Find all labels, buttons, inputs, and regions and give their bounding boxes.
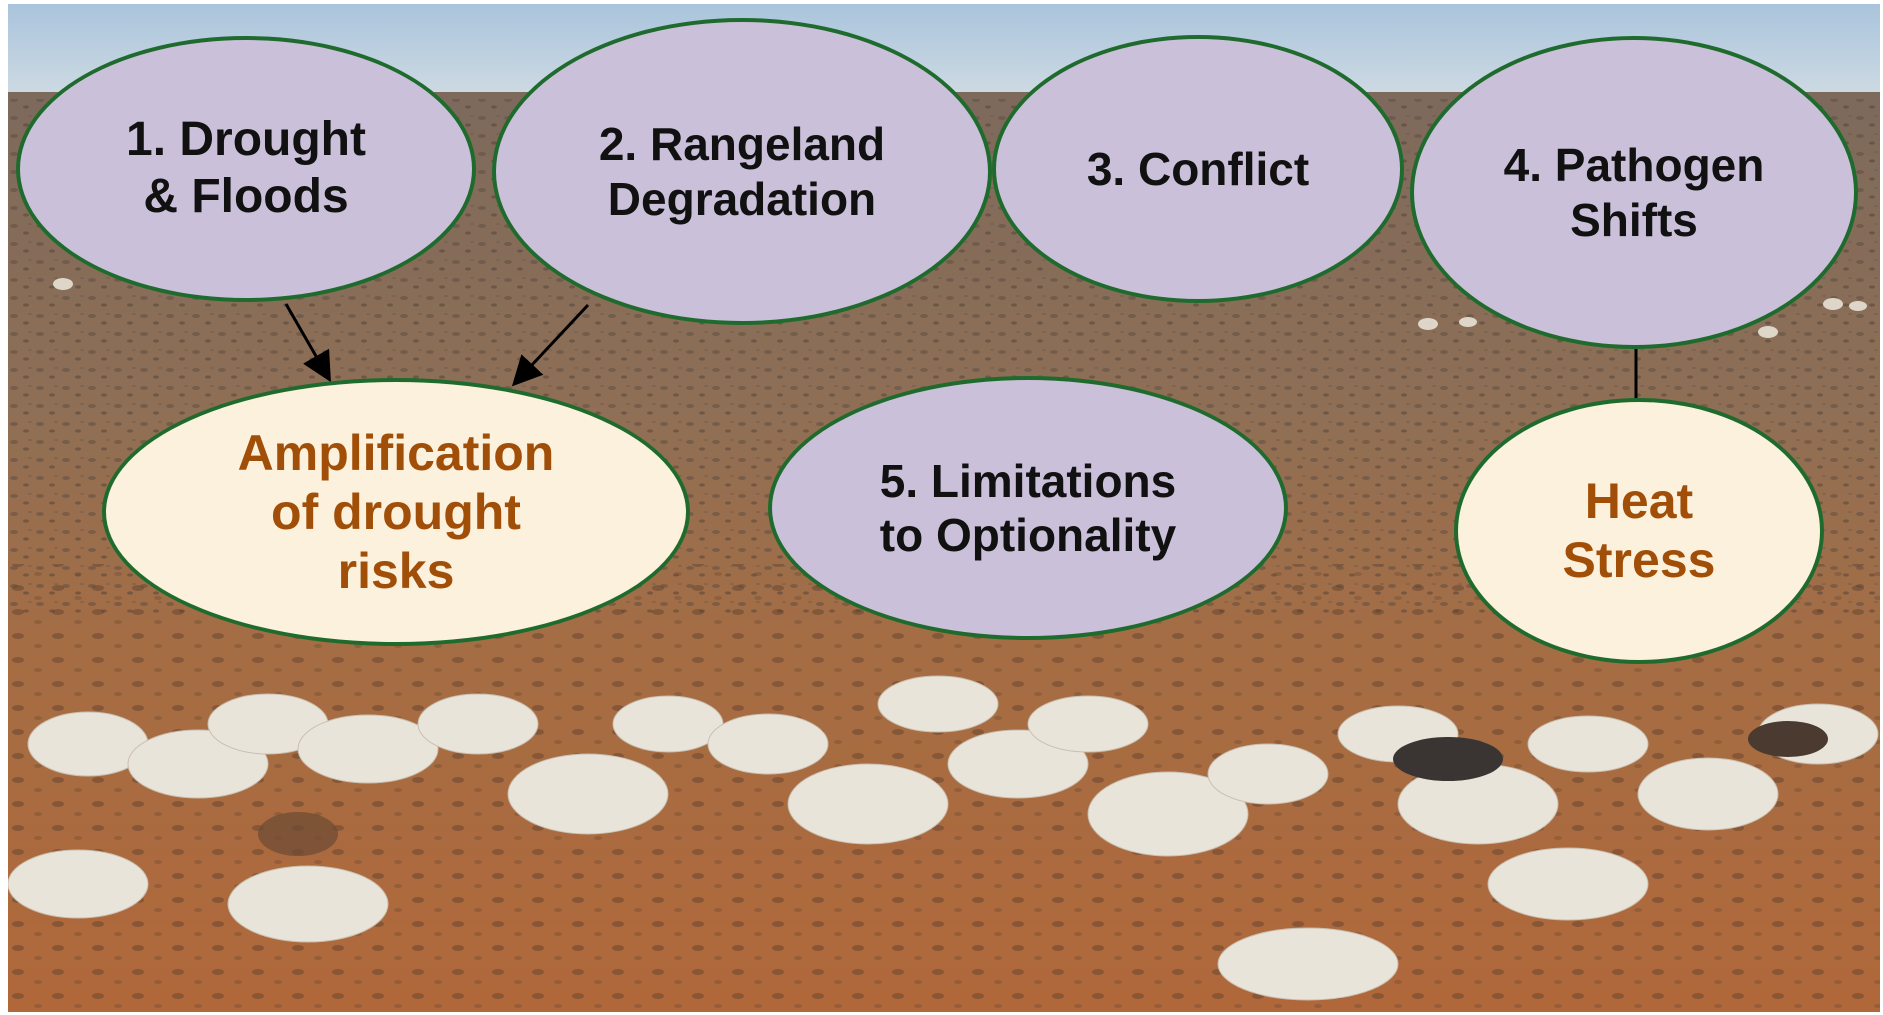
node-amplification-drought: Amplification of drought risks xyxy=(102,378,690,646)
node-label: 1. Drought & Floods xyxy=(126,113,366,223)
node-limitations-optionality: 5. Limitations to Optionality xyxy=(768,376,1288,640)
node-heat-stress: Heat Stress xyxy=(1454,398,1824,664)
node-label: 4. Pathogen Shifts xyxy=(1503,139,1765,246)
node-label: Amplification of drought risks xyxy=(237,424,555,599)
node-drought-floods: 1. Drought & Floods xyxy=(16,36,476,302)
node-pathogen-shifts: 4. Pathogen Shifts xyxy=(1410,36,1858,349)
node-label: 2. Rangeland Degradation xyxy=(598,118,886,225)
background-photo-goats-rangeland: 1. Drought & Floods 2. Rangeland Degrada… xyxy=(8,4,1880,1012)
node-conflict: 3. Conflict xyxy=(992,35,1404,303)
node-label: 3. Conflict xyxy=(1086,142,1310,195)
node-label: Heat Stress xyxy=(1562,473,1716,588)
node-label: 5. Limitations to Optionality xyxy=(879,454,1177,561)
node-rangeland-degradation: 2. Rangeland Degradation xyxy=(492,18,992,325)
